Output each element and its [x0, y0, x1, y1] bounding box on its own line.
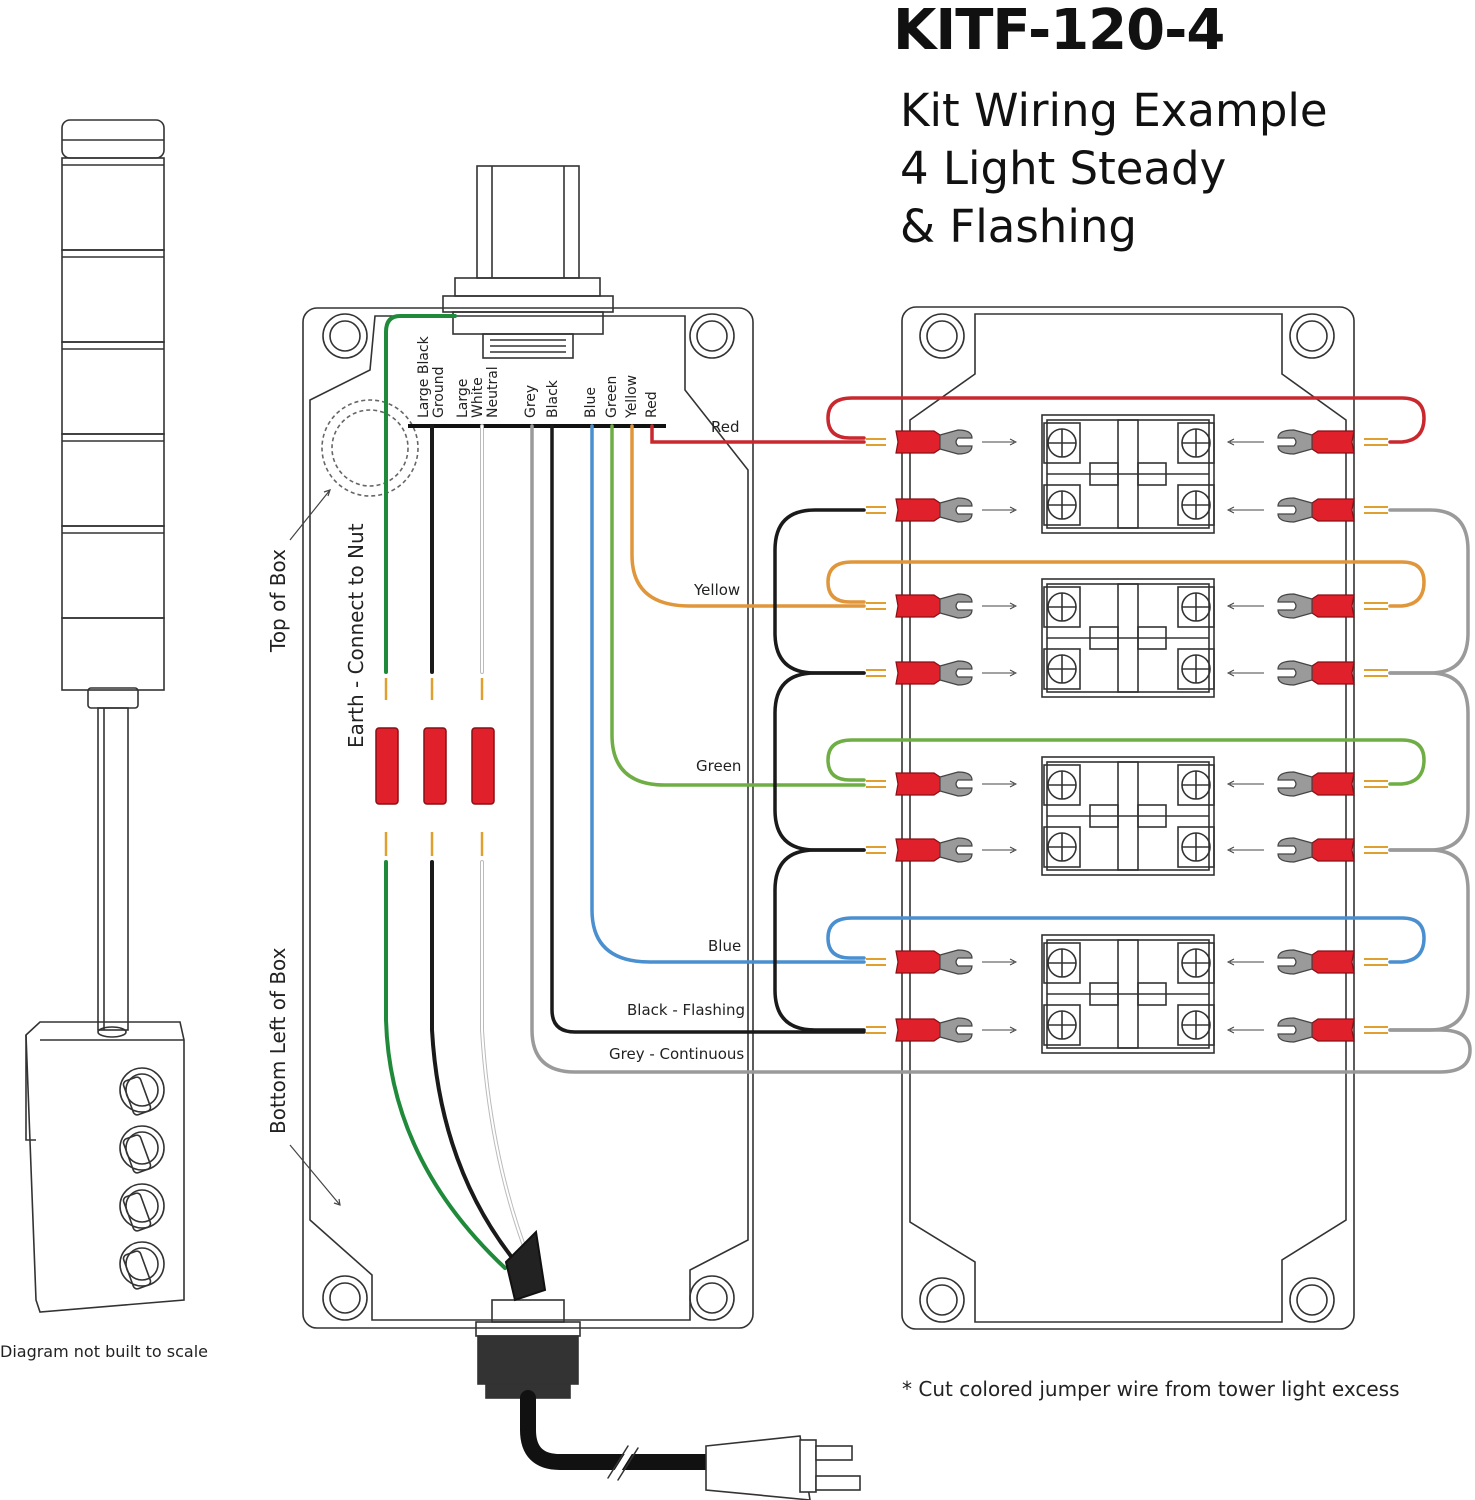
- screw-icon: [1043, 422, 1081, 464]
- label-neutral-line3: Neutral: [485, 366, 501, 418]
- bottom-gland-fill: [477, 1335, 579, 1399]
- tower-light: [25, 119, 185, 1313]
- spade-terminal-right: [1277, 949, 1388, 975]
- wire-label-yellow: Yellow: [694, 581, 741, 599]
- label-grey: Grey: [523, 384, 539, 418]
- screw-icon: [1177, 648, 1215, 690]
- spade-terminal-left: [866, 497, 973, 523]
- screw-icon: [1043, 1004, 1081, 1046]
- contact-blocks: [1041, 414, 1215, 1054]
- label-red: Red: [644, 391, 660, 418]
- footnote: * Cut colored jumper wire from tower lig…: [902, 1377, 1400, 1401]
- screw-icon: [1177, 1004, 1215, 1046]
- spade-terminal-left: [866, 837, 973, 863]
- screw-icon: [1177, 422, 1215, 464]
- arrow-left-icon: [1226, 1026, 1264, 1034]
- spade-terminals: [866, 429, 1388, 1043]
- screw-icon: [1043, 484, 1081, 526]
- label-blue: Blue: [583, 387, 599, 418]
- screw-icon: [1177, 764, 1215, 806]
- arrow-left-icon: [1226, 506, 1264, 514]
- arrow-right-icon: [982, 602, 1018, 610]
- spade-terminal-left: [866, 593, 973, 619]
- pointer-arrows: [289, 489, 341, 1206]
- arrow-right-icon: [982, 846, 1018, 854]
- arrow-right-icon: [982, 958, 1018, 966]
- screw-icon: [1177, 942, 1215, 984]
- scale-note: Diagram not built to scale: [0, 1342, 208, 1361]
- screw-icon: [1177, 826, 1215, 868]
- subtitle-line-2: 4 Light Steady: [900, 142, 1227, 195]
- splice-connectors: [375, 678, 495, 856]
- spade-terminal-left: [866, 660, 973, 686]
- arrow-left-icon: [1226, 438, 1264, 446]
- screw-icon: [1043, 648, 1081, 690]
- wires: [384, 314, 1472, 1483]
- label-earth: Earth - Connect to Nut: [344, 523, 368, 748]
- screw-icon: [1043, 826, 1081, 868]
- subtitle-line-1: Kit Wiring Example: [900, 84, 1328, 137]
- spade-terminal-right: [1277, 771, 1388, 797]
- spade-terminal-right: [1277, 660, 1388, 686]
- wire-label-black-flashing: Black - Flashing: [627, 1001, 746, 1019]
- spade-terminal-left: [866, 429, 973, 455]
- wire-label-grey-continuous: Grey - Continuous: [609, 1045, 745, 1063]
- label-ground-line2: Ground: [431, 366, 447, 419]
- label-ground-line1: Large Black: [416, 336, 432, 418]
- contact-block: [1041, 934, 1215, 1054]
- left-enclosure: [302, 165, 754, 1337]
- arrow-left-icon: [1226, 958, 1264, 966]
- arrow-right-icon: [982, 669, 1018, 677]
- spade-terminal-right: [1277, 1017, 1388, 1043]
- label-green: Green: [604, 375, 620, 418]
- spade-terminal-right: [1277, 837, 1388, 863]
- wire-label-blue: Blue: [708, 937, 742, 955]
- label-bottom-left-of-box: Bottom Left of Box: [266, 947, 290, 1134]
- label-neutral-line1: Large: [455, 378, 471, 418]
- arrow-right-icon: [982, 1026, 1018, 1034]
- spade-terminal-right: [1277, 593, 1388, 619]
- screw-icon: [1043, 586, 1081, 628]
- power-plug: [705, 1435, 861, 1500]
- spade-terminal-left: [866, 1017, 973, 1043]
- spade-terminal-right: [1277, 429, 1388, 455]
- contact-block: [1041, 756, 1215, 876]
- arrow-right-icon: [982, 780, 1018, 788]
- screw-icon: [1043, 942, 1081, 984]
- label-black: Black: [545, 380, 561, 418]
- arrow-left-icon: [1226, 669, 1264, 677]
- screw-icon: [1177, 586, 1215, 628]
- screw-icon: [1177, 484, 1215, 526]
- right-enclosure: [901, 306, 1355, 1330]
- arrow-left-icon: [1226, 846, 1264, 854]
- contact-block: [1041, 578, 1215, 698]
- wire-label-red: Red: [711, 418, 740, 436]
- arrow-right-icon: [982, 506, 1018, 514]
- label-neutral-line2: White: [470, 377, 486, 418]
- screw-icon: [1043, 764, 1081, 806]
- spade-terminal-left: [866, 771, 973, 797]
- contact-block: [1041, 414, 1215, 534]
- arrow-right-icon: [982, 438, 1018, 446]
- label-yellow: Yellow: [624, 374, 640, 418]
- spade-terminal-left: [866, 949, 973, 975]
- diagram-title: KITF-120-4: [893, 0, 1225, 63]
- label-top-of-box: Top of Box: [266, 549, 290, 652]
- arrow-left-icon: [1226, 780, 1264, 788]
- subtitle-line-3: & Flashing: [900, 200, 1137, 253]
- spade-terminal-right: [1277, 497, 1388, 523]
- arrow-left-icon: [1226, 602, 1264, 610]
- wire-label-green: Green: [696, 757, 742, 775]
